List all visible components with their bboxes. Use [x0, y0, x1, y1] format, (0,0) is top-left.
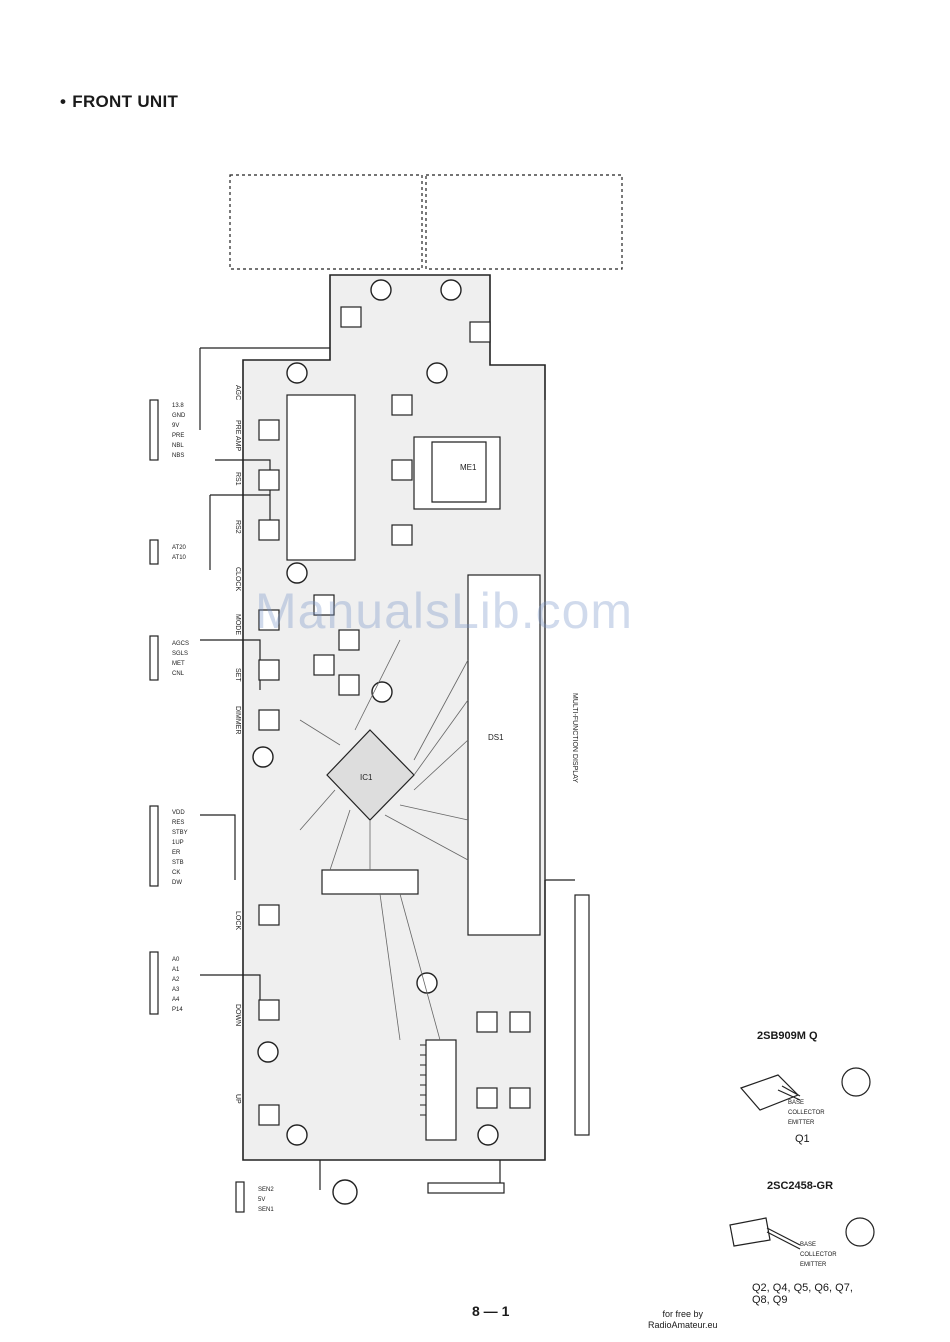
svg-text:MULTI-FUNCTION DISPLAY: MULTI-FUNCTION DISPLAY	[571, 693, 578, 783]
svg-text:RS1: RS1	[234, 472, 241, 486]
credit: for free by RadioAmateur.eu	[648, 1309, 718, 1330]
page-number: 8 — 1	[472, 1303, 510, 1319]
svg-text:SET: SET	[234, 668, 241, 682]
ds1-display	[467, 574, 541, 936]
power-box-pg-version	[425, 174, 623, 270]
svg-text:RS2: RS2	[234, 520, 241, 534]
transistor-usage-1: Q1	[795, 1133, 810, 1145]
svg-text:IC1: IC1	[360, 773, 373, 782]
display-window	[286, 394, 356, 561]
transistor-title-2: 2SC2458-GR	[767, 1180, 834, 1192]
transistor-pins-2: BASE COLLECTOR EMITTER	[800, 1242, 837, 1268]
transistor-pins-1: BASE COLLECTOR EMITTER	[788, 1100, 825, 1126]
transistor-title-1: 2SB909M Q	[757, 1030, 818, 1042]
transistor-usage-2: Q2, Q4, Q5, Q6, Q7, Q8, Q9	[752, 1282, 853, 1306]
page-title: •FRONT UNIT	[60, 92, 179, 111]
watermark: ManualsLib.com	[255, 583, 634, 639]
svg-text:DIMMER: DIMMER	[234, 706, 241, 734]
svg-text:ME1: ME1	[460, 463, 477, 472]
switch-label-agc: AGC	[234, 385, 241, 400]
svg-text:MODE: MODE	[234, 614, 241, 635]
svg-text:PRE AMP: PRE AMP	[234, 420, 241, 451]
power-box-all-versions	[229, 174, 423, 270]
svg-text:DOWN: DOWN	[234, 1004, 241, 1026]
svg-text:DS1: DS1	[488, 733, 504, 742]
svg-text:UP: UP	[234, 1094, 241, 1104]
svg-text:CLOCK: CLOCK	[234, 567, 241, 591]
svg-text:LOCK: LOCK	[234, 911, 241, 930]
